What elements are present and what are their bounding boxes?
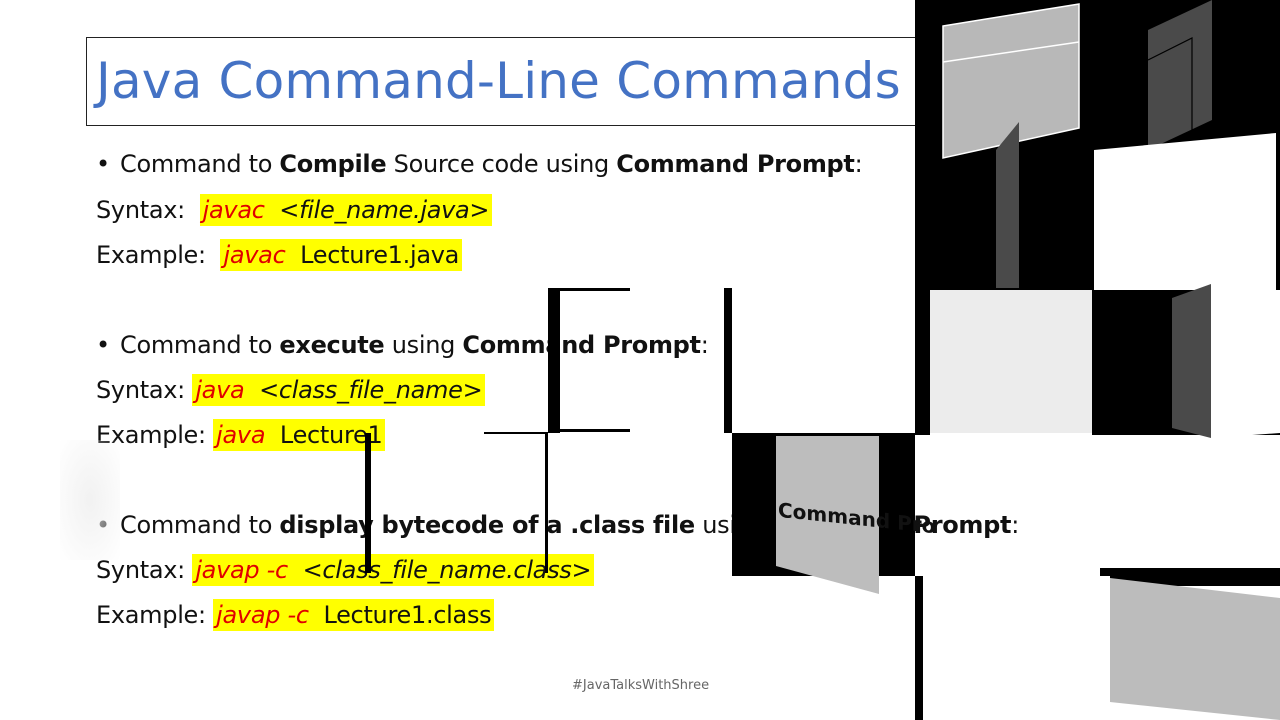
compile-syntax-code: javac <file_name.java> [199, 194, 493, 226]
slide-title: Java Command-Line Commands [96, 52, 901, 110]
bullet-icon: • [96, 331, 110, 359]
compile-action: Compile [279, 150, 387, 178]
display-syntax-code: javap -c <class_file_name.class> [192, 554, 595, 586]
title-box [86, 37, 916, 126]
display-example-code: javap -c Lecture1.class [213, 599, 495, 631]
compile-tool: Command Prompt [616, 150, 855, 178]
bullet-icon: • [96, 511, 110, 539]
execute-syntax-line: Syntax: java <class_file_name> [96, 374, 486, 406]
execute-action: execute [279, 331, 385, 359]
execute-bullet-line: •Command to execute using Command Prompt… [96, 331, 709, 359]
display-bullet-line: •Command to display bytecode of a .class… [96, 511, 1019, 539]
footer-hashtag: #JavaTalksWithShree [572, 678, 710, 693]
compile-example-code: javac Lecture1.java [220, 239, 463, 271]
display-action: display bytecode of a .class file [279, 511, 695, 539]
bullet-icon: • [96, 150, 110, 178]
compile-example-line: Example: javac Lecture1.java [96, 239, 463, 271]
display-syntax-line: Syntax: javap -c <class_file_name.class> [96, 554, 595, 586]
execute-syntax-code: java <class_file_name> [192, 374, 486, 406]
compile-syntax-line: Syntax: javac <file_name.java> [96, 194, 493, 226]
page-number: 6 [1176, 677, 1185, 692]
execute-tool: Command Prompt [462, 331, 701, 359]
display-tool: Command Prompt [772, 511, 1012, 539]
execute-example-line: Example: java Lecture1 [96, 419, 386, 451]
display-example-line: Example: javap -c Lecture1.class [96, 599, 495, 631]
compile-bullet-line: •Command to Compile Source code using Co… [96, 150, 863, 178]
execute-example-code: java Lecture1 [213, 419, 386, 451]
